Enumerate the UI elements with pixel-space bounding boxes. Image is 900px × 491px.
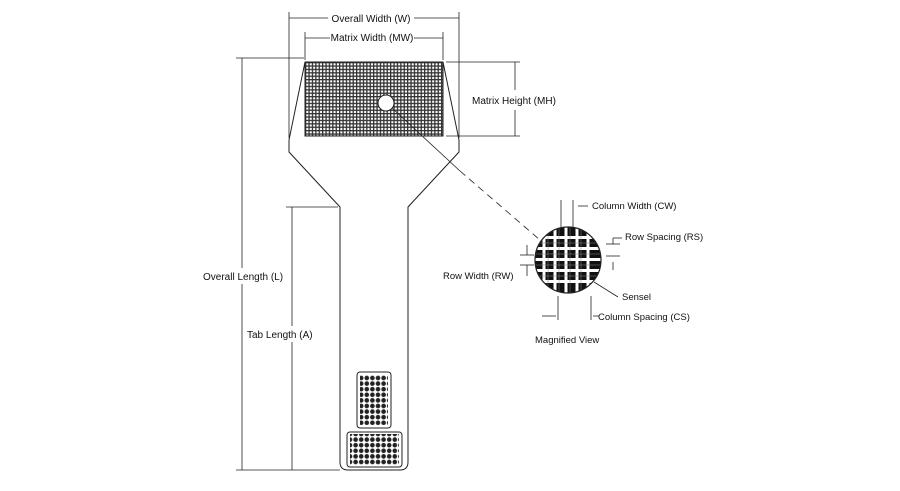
sensel-leader <box>593 281 619 298</box>
row-width-label: Row Width (RW) <box>443 271 514 282</box>
tab-length-dimension <box>286 206 338 470</box>
magnified-view <box>534 226 602 294</box>
matrix-width-dimension <box>304 32 444 60</box>
row-width-dimension <box>520 245 534 276</box>
matrix-width-label: Matrix Width (MW) <box>331 33 414 44</box>
sensel-label: Sensel <box>622 292 651 303</box>
overall-length-label: Overall Length (L) <box>203 272 283 283</box>
row-spacing-label: Row Spacing (RS) <box>625 232 703 243</box>
magnify-marker <box>377 94 395 112</box>
overall-length-dimension <box>236 57 340 471</box>
overall-width-dimension <box>288 12 460 138</box>
overall-width-label: Overall Width (W) <box>332 14 411 25</box>
matrix-height-dimension <box>446 61 520 137</box>
sensor-outline <box>288 61 460 471</box>
tab-length-label: Tab Length (A) <box>247 330 313 341</box>
column-width-dimension <box>560 200 588 228</box>
sensing-matrix <box>304 61 444 137</box>
column-spacing-dimension <box>542 296 599 320</box>
row-spacing-dimension <box>606 237 622 270</box>
column-width-label: Column Width (CW) <box>592 201 676 212</box>
column-spacing-label: Column Spacing (CS) <box>598 312 690 323</box>
magnified-view-caption: Magnified View <box>535 335 599 346</box>
matrix-height-label: Matrix Height (MH) <box>472 96 556 107</box>
